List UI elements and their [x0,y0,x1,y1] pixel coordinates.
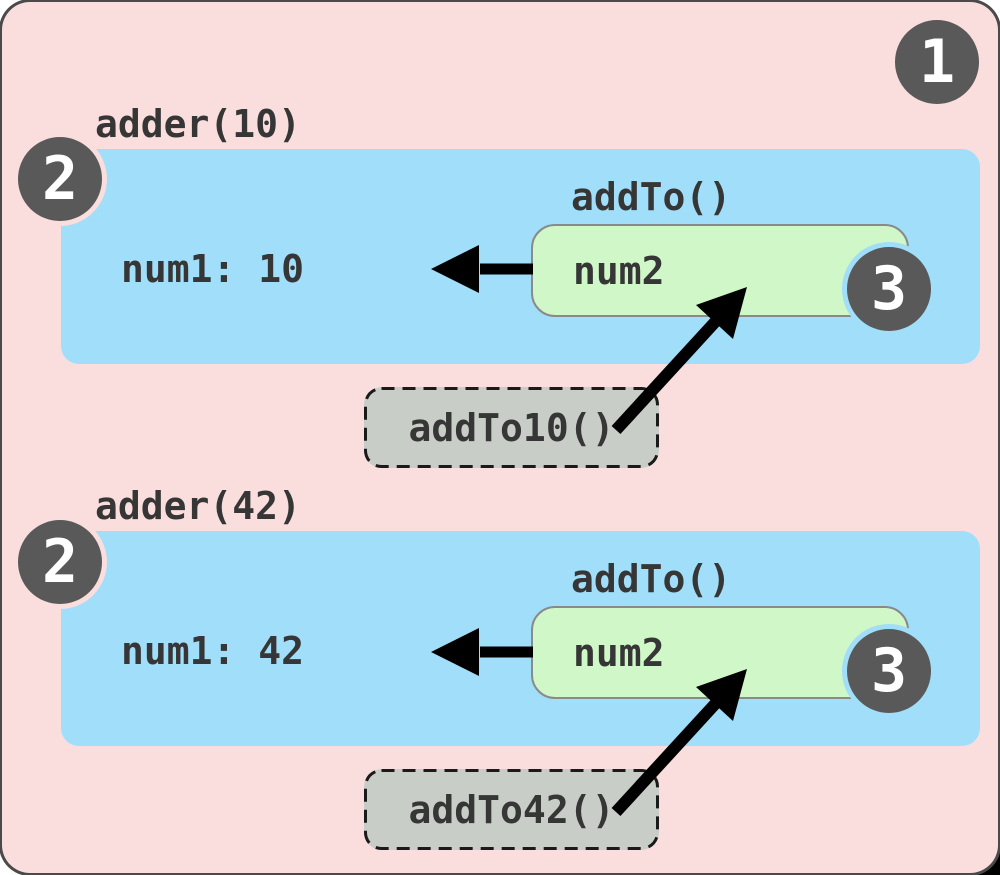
callable-label-addto42: addTo42() [408,787,615,832]
step-1-badge: 1 [890,15,984,109]
step-3-badge-2: 3 [842,624,936,718]
callable-label-addto10: addTo10() [408,405,615,450]
step-2-badge-2: 2 [13,515,107,609]
callable-box-addto42: addTo42() [364,769,659,850]
variable-num1-42: num1: 42 [121,629,305,673]
dashed-border-icon [364,387,659,468]
callable-box-addto10: addTo10() [364,387,659,468]
scope-label-adder10: adder(10) [95,102,301,146]
step-2-badge-1: 2 [13,132,107,226]
inner-function-label-2: addTo() [571,557,732,601]
inner-variable-2: num2 [573,630,665,675]
variable-num1-10: num1: 10 [121,247,305,291]
step-3-badge-1: 3 [842,242,936,336]
dashed-border-icon [364,769,659,850]
scope-label-adder42: adder(42) [95,484,301,528]
inner-function-label-1: addTo() [571,175,732,219]
inner-variable-1: num2 [573,248,665,293]
